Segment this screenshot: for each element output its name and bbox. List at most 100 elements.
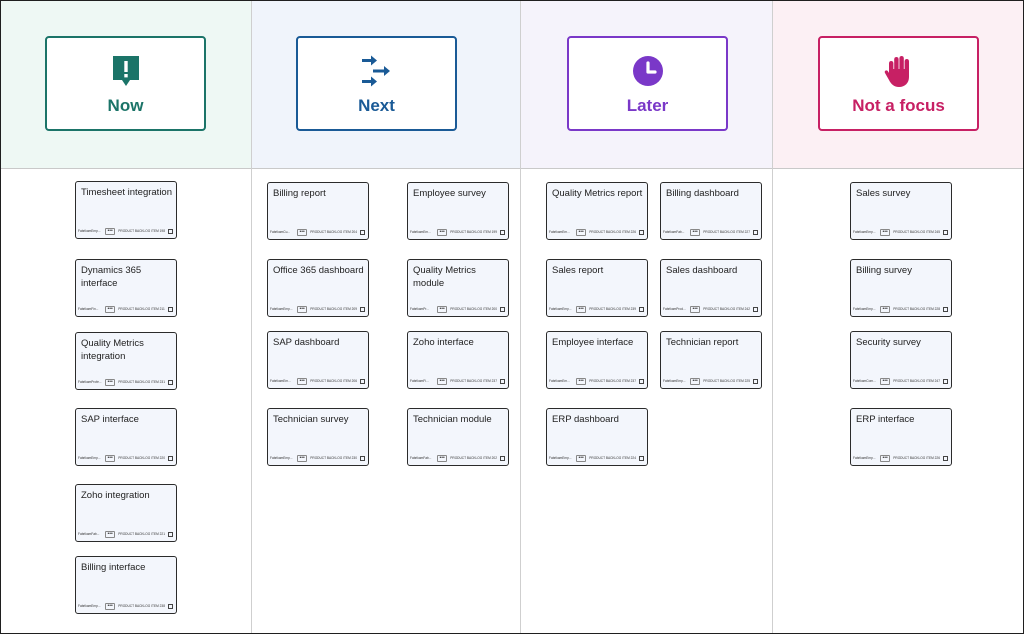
card-work-item-id: PRODUCT BACKLOG ITEM 226 bbox=[893, 456, 940, 460]
open-external-icon[interactable] bbox=[500, 229, 505, 235]
column-title-next: Next bbox=[358, 96, 395, 115]
card-erp-dashboard[interactable]: ERP dashboard FabrikamEmp...•••PRODUCT B… bbox=[546, 408, 648, 466]
card-sales-dashboard[interactable]: Sales dashboard FabrikamProd...•••PRODUC… bbox=[660, 259, 762, 317]
card-owner: FabrikamCu... bbox=[270, 230, 291, 234]
card-billing-report[interactable]: Billing report FabrikamCu...•••PRODUCT B… bbox=[267, 182, 369, 240]
card-owner: FabrikamEmp... bbox=[549, 456, 572, 460]
card-billing-dashboard[interactable]: Billing dashboard FabrikamFab...•••PRODU… bbox=[660, 182, 762, 240]
open-external-icon[interactable] bbox=[943, 229, 948, 235]
open-external-icon[interactable] bbox=[753, 378, 758, 384]
more-options-button[interactable]: ••• bbox=[437, 377, 448, 385]
open-external-icon[interactable] bbox=[753, 306, 758, 312]
open-external-icon[interactable] bbox=[943, 455, 948, 461]
card-sap-dashboard[interactable]: SAP dashboard FabrikamEm...•••PRODUCT BA… bbox=[267, 331, 369, 389]
more-options-button[interactable]: ••• bbox=[880, 305, 891, 313]
more-options-button[interactable]: ••• bbox=[690, 305, 701, 313]
card-quality-metrics-integration[interactable]: Quality Metrics integration FabrikamProf… bbox=[75, 332, 177, 390]
more-options-button[interactable]: ••• bbox=[105, 454, 116, 462]
card-dynamics-365-interface[interactable]: Dynamics 365 interface FabrikamFin...•••… bbox=[75, 259, 177, 317]
card-title: Sales dashboard bbox=[666, 265, 738, 276]
speech-exclamation-icon bbox=[111, 54, 141, 88]
more-options-button[interactable]: ••• bbox=[690, 377, 701, 385]
open-external-icon[interactable] bbox=[168, 228, 173, 234]
open-external-icon[interactable] bbox=[500, 378, 505, 384]
more-options-button[interactable]: ••• bbox=[437, 228, 448, 236]
card-billing-survey[interactable]: Billing survey FabrikamEmp...•••PRODUCT … bbox=[850, 259, 952, 317]
card-security-survey[interactable]: Security survey FabrikamCom...•••PRODUCT… bbox=[850, 331, 952, 389]
header-card-now[interactable]: Now bbox=[45, 36, 206, 131]
card-quality-metrics-report[interactable]: Quality Metrics report FabrikamEm...•••P… bbox=[546, 182, 648, 240]
card-work-item-id: PRODUCT BACKLOG ITEM 225 bbox=[703, 379, 750, 383]
open-external-icon[interactable] bbox=[360, 306, 365, 312]
open-external-icon[interactable] bbox=[639, 306, 644, 312]
open-external-icon[interactable] bbox=[168, 306, 173, 312]
card-work-item-id: PRODUCT BACKLOG ITEM 238 bbox=[118, 604, 165, 608]
open-external-icon[interactable] bbox=[168, 531, 173, 537]
header-card-later[interactable]: Later bbox=[567, 36, 728, 131]
card-work-item-id: PRODUCT BACKLOG ITEM 198 bbox=[118, 229, 165, 233]
card-office-365-dashboard[interactable]: Office 365 dashboard FabrikamEmp...•••PR… bbox=[267, 259, 369, 317]
card-employee-survey[interactable]: Employee survey FabrikamEm...•••PRODUCT … bbox=[407, 182, 509, 240]
card-sales-survey[interactable]: Sales survey FabrikamEmp...•••PRODUCT BA… bbox=[850, 182, 952, 240]
more-options-button[interactable]: ••• bbox=[880, 454, 891, 462]
more-options-button[interactable]: ••• bbox=[297, 377, 308, 385]
card-quality-metrics-module[interactable]: Quality Metrics module FabrikamPr...•••P… bbox=[407, 259, 509, 317]
card-technician-report[interactable]: Technician report FabrikamEmp...•••PRODU… bbox=[660, 331, 762, 389]
card-owner: FabrikamEm... bbox=[549, 379, 570, 383]
open-external-icon[interactable] bbox=[753, 229, 758, 235]
open-external-icon[interactable] bbox=[943, 378, 948, 384]
open-external-icon[interactable] bbox=[639, 229, 644, 235]
more-options-button[interactable]: ••• bbox=[437, 454, 448, 462]
card-erp-interface[interactable]: ERP interface FabrikamEmp...•••PRODUCT B… bbox=[850, 408, 952, 466]
more-options-button[interactable]: ••• bbox=[105, 602, 116, 610]
more-options-button[interactable]: ••• bbox=[105, 530, 116, 538]
more-options-button[interactable]: ••• bbox=[880, 377, 891, 385]
card-work-item-id: PRODUCT BACKLOG ITEM 237 bbox=[589, 379, 636, 383]
open-external-icon[interactable] bbox=[639, 378, 644, 384]
more-options-button[interactable]: ••• bbox=[576, 228, 587, 236]
column-header-now: Now bbox=[1, 1, 251, 169]
more-options-button[interactable]: ••• bbox=[576, 454, 587, 462]
card-zoho-interface[interactable]: Zoho interface FabrikamFi...•••PRODUCT B… bbox=[407, 331, 509, 389]
card-sap-interface[interactable]: SAP interface FabrikamEmp...•••PRODUCT B… bbox=[75, 408, 177, 466]
more-options-button[interactable]: ••• bbox=[105, 378, 116, 386]
card-sales-report[interactable]: Sales report FabrikamEmp...•••PRODUCT BA… bbox=[546, 259, 648, 317]
card-technician-survey[interactable]: Technician survey FabrikamEmp...•••PRODU… bbox=[267, 408, 369, 466]
more-options-button[interactable]: ••• bbox=[297, 305, 308, 313]
card-owner: FabrikamEm... bbox=[270, 379, 291, 383]
open-external-icon[interactable] bbox=[639, 455, 644, 461]
header-card-not-a-focus[interactable]: Not a focus bbox=[818, 36, 979, 131]
open-external-icon[interactable] bbox=[168, 455, 173, 461]
card-work-item-id: PRODUCT BACKLOG ITEM 237 bbox=[450, 379, 497, 383]
open-external-icon[interactable] bbox=[360, 378, 365, 384]
more-options-button[interactable]: ••• bbox=[105, 305, 116, 313]
card-title: Technician module bbox=[413, 414, 492, 425]
open-external-icon[interactable] bbox=[500, 306, 505, 312]
card-owner: FabrikamPr... bbox=[410, 307, 429, 311]
open-external-icon[interactable] bbox=[500, 455, 505, 461]
card-employee-interface[interactable]: Employee interface FabrikamEm...•••PRODU… bbox=[546, 331, 648, 389]
more-options-button[interactable]: ••• bbox=[690, 228, 701, 236]
header-card-next[interactable]: Next bbox=[296, 36, 457, 131]
card-billing-interface[interactable]: Billing interface FabrikamEmp...•••PRODU… bbox=[75, 556, 177, 614]
more-options-button[interactable]: ••• bbox=[105, 227, 116, 235]
card-work-item-id: PRODUCT BACKLOG ITEM 211 bbox=[118, 307, 165, 311]
more-options-button[interactable]: ••• bbox=[880, 228, 891, 236]
open-external-icon[interactable] bbox=[168, 379, 173, 385]
card-owner: FabrikamProfe... bbox=[78, 380, 102, 384]
more-options-button[interactable]: ••• bbox=[297, 454, 308, 462]
card-title: Security survey bbox=[856, 337, 921, 348]
open-external-icon[interactable] bbox=[360, 229, 365, 235]
card-timesheet-integration[interactable]: Timesheet integration FabrikamEmp...•••P… bbox=[75, 181, 177, 239]
more-options-button[interactable]: ••• bbox=[576, 305, 587, 313]
open-external-icon[interactable] bbox=[168, 603, 173, 609]
more-options-button[interactable]: ••• bbox=[437, 305, 448, 313]
card-owner: FabrikamEmp... bbox=[78, 604, 101, 608]
more-options-button[interactable]: ••• bbox=[297, 228, 308, 236]
open-external-icon[interactable] bbox=[943, 306, 948, 312]
more-options-button[interactable]: ••• bbox=[576, 377, 587, 385]
card-title: Employee survey bbox=[413, 188, 486, 199]
open-external-icon[interactable] bbox=[360, 455, 365, 461]
card-zoho-integration[interactable]: Zoho integration FabrikamFab...•••PRODUC… bbox=[75, 484, 177, 542]
card-technician-module[interactable]: Technician module FabrikamFab...•••PRODU… bbox=[407, 408, 509, 466]
